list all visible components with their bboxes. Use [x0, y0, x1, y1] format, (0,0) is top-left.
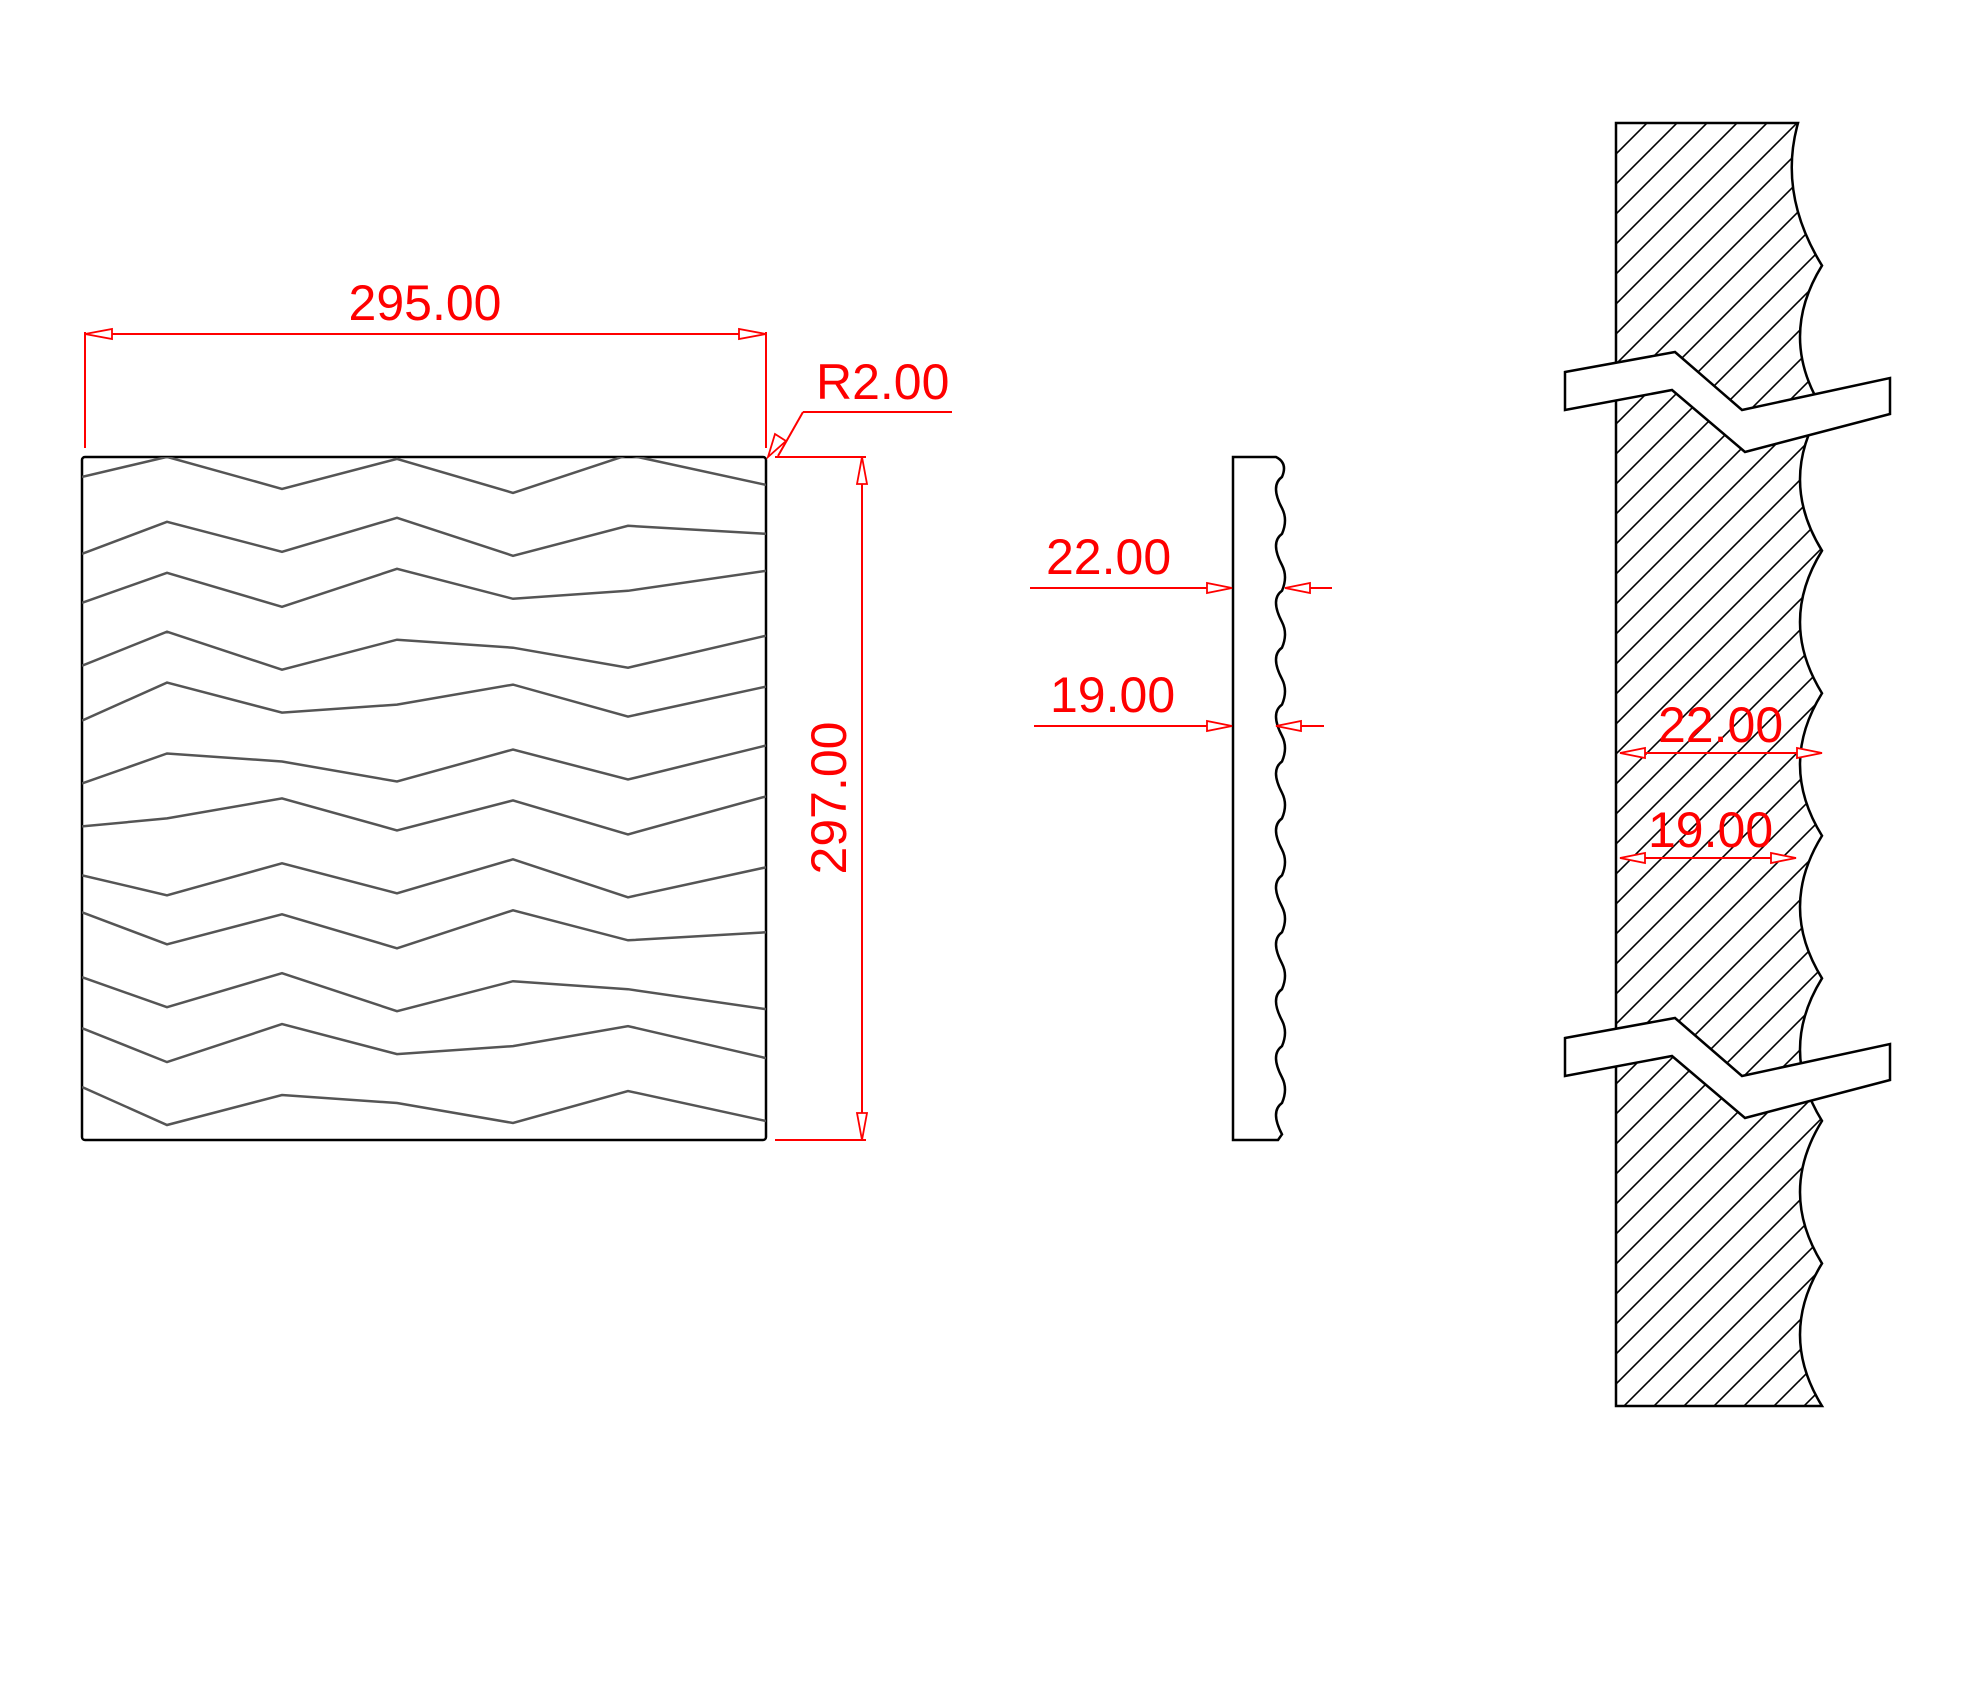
wave-line — [82, 971, 766, 1013]
side-view: 22.00 19.00 — [1030, 455, 1332, 1142]
panel-outline — [80, 455, 768, 1142]
radius-callout: R2.00 — [766, 354, 952, 460]
side-outer-label: 22.00 — [1046, 529, 1171, 585]
wave-line — [82, 681, 766, 722]
front-view: 295.00 R2.00 297.00 — [80, 275, 952, 1142]
break-line-bottom — [1563, 1016, 1892, 1120]
wave-line — [82, 567, 766, 609]
detail-outer-label: 22.00 — [1658, 697, 1783, 753]
wave-pattern — [82, 457, 766, 1127]
side-inner-label: 19.00 — [1050, 667, 1175, 723]
wave-line — [82, 795, 766, 836]
hatched-section — [1616, 123, 1822, 1406]
section-outline — [1614, 121, 1825, 1408]
detail-section-view: 22.00 19.00 — [1563, 121, 1892, 1408]
break-line-top — [1563, 350, 1892, 454]
wave-line — [82, 1022, 766, 1064]
width-label: 295.00 — [349, 275, 502, 331]
wave-line — [82, 630, 766, 672]
detail-inner-label: 19.00 — [1648, 802, 1773, 858]
wave-line — [82, 516, 766, 558]
side-inner-dimension: 19.00 — [1034, 667, 1324, 733]
radius-label: R2.00 — [816, 354, 949, 410]
wave-line — [82, 457, 766, 495]
width-dimension: 295.00 — [84, 275, 767, 448]
height-dimension: 297.00 — [775, 456, 869, 1141]
wave-line — [82, 744, 766, 785]
height-label: 297.00 — [801, 722, 857, 875]
wave-line — [82, 1085, 766, 1127]
detail-inner-dimension: 19.00 — [1619, 802, 1797, 865]
side-outer-dimension: 22.00 — [1030, 529, 1332, 595]
detail-outer-dimension: 22.00 — [1619, 697, 1823, 760]
wave-line — [82, 908, 766, 950]
wave-line — [82, 857, 766, 899]
side-profile — [1231, 455, 1287, 1142]
